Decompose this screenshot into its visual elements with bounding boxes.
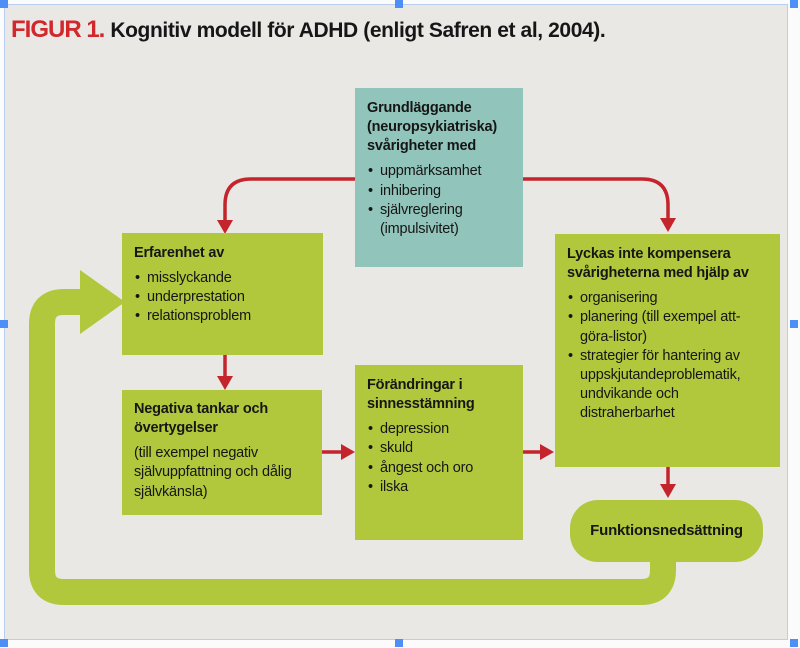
list-item: •självreglering (impulsivitet)	[368, 201, 463, 237]
list-item: •inhibering	[368, 182, 441, 199]
red-arrowheads	[217, 218, 676, 498]
list-item: •misslyckande	[135, 270, 232, 287]
box-grundlaggande-heading: Grundläggande (neuropsykiatriska) svårig…	[367, 100, 497, 155]
box-forandringar-list: •depression •skuld •ångest och oro •ilsk…	[367, 420, 511, 497]
selection-handle-bottom-center[interactable]	[395, 639, 403, 647]
list-item: •ilska	[368, 478, 409, 495]
selection-handle-bottom-right[interactable]	[790, 639, 798, 647]
selection-handle-top-left[interactable]	[0, 0, 8, 8]
list-item: •ångest och oro	[368, 459, 474, 476]
list-item: •uppmärksamhet	[368, 163, 482, 180]
arrow-grundlaggande-to-erfarenhet	[223, 177, 356, 221]
selection-handle-left-middle[interactable]	[0, 320, 8, 328]
box-grundlaggande-list: •uppmärksamhet •inhibering •självregleri…	[367, 162, 511, 239]
list-item: •underprestation	[135, 289, 245, 306]
box-funktionsnedsattning: Funktionsnedsättning	[570, 500, 763, 562]
box-erfarenhet-heading: Erfarenhet av	[134, 245, 225, 261]
selection-handle-top-center[interactable]	[395, 0, 403, 8]
list-item: •planering (till exempel att-göra-listor…	[568, 309, 741, 345]
red-connector-arrows	[223, 177, 670, 485]
box-negativa: Negativa tankar och övertygelser (till e…	[122, 390, 322, 515]
box-lyckas-list: •organisering •planering (till exempel a…	[567, 289, 768, 423]
feedback-loop-arrow	[29, 270, 676, 605]
box-forandringar: Förändringar i sinnesstämning •depressio…	[355, 365, 523, 540]
figure-caption: FIGUR 1.Kognitiv modell för ADHD (enligt…	[11, 16, 781, 44]
selection-handle-bottom-left[interactable]	[0, 639, 8, 647]
feedback-loop-arrowhead	[80, 270, 125, 334]
list-item: •organisering	[568, 290, 658, 307]
box-funktionsnedsattning-heading: Funktionsnedsättning	[590, 522, 743, 540]
arrow-grundlaggande-to-lyckas	[522, 177, 670, 219]
figure-title-text: Kognitiv modell för ADHD (enligt Safren …	[110, 19, 606, 42]
box-negativa-heading: Negativa tankar och övertygelser	[134, 401, 268, 437]
box-lyckas-heading: Lyckas inte kompensera svårigheterna med…	[567, 246, 749, 282]
box-grundlaggande: Grundläggande (neuropsykiatriska) svårig…	[355, 88, 523, 267]
list-item: •depression	[368, 421, 449, 438]
figure-number-label: FIGUR 1.	[11, 16, 105, 43]
list-item: •skuld	[368, 440, 413, 457]
list-item: •relationsproblem	[135, 308, 251, 325]
box-negativa-note: (till exempel negativ självuppfattning o…	[134, 445, 292, 500]
box-erfarenhet: Erfarenhet av •misslyckande •underpresta…	[122, 233, 323, 355]
list-item: •strategier för hantering av uppskjutand…	[568, 347, 741, 421]
selection-handle-right-middle[interactable]	[790, 320, 798, 328]
box-erfarenhet-list: •misslyckande •underprestation •relation…	[134, 269, 311, 326]
box-forandringar-heading: Förändringar i sinnesstämning	[367, 377, 475, 413]
selection-handle-top-right[interactable]	[790, 0, 798, 8]
box-lyckas: Lyckas inte kompensera svårigheterna med…	[555, 234, 780, 467]
